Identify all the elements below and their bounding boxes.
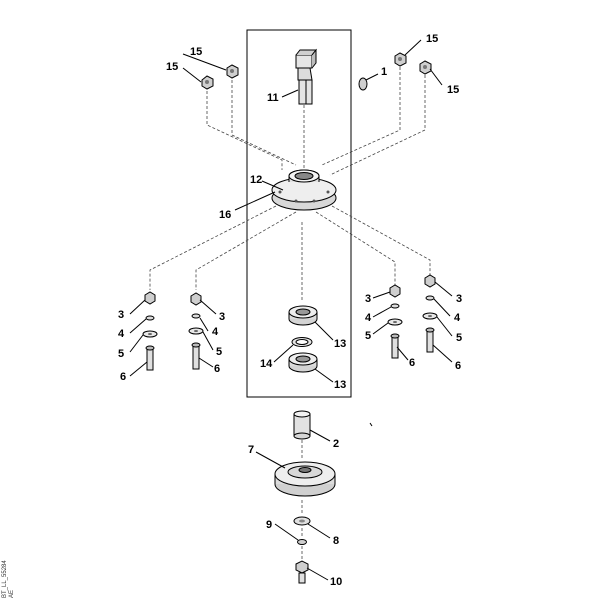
callout-4: 4	[212, 326, 219, 338]
bearing-part-13-lower	[288, 352, 318, 373]
figure-reference-code: BT_LL_55284 AE	[2, 560, 16, 598]
washer-part-8	[293, 516, 311, 526]
leader-lines	[129, 39, 453, 581]
callout-5: 5	[118, 348, 124, 360]
sleeve-part-2	[293, 410, 311, 440]
assembly-line-15a	[206, 86, 283, 170]
callout-5: 5	[456, 332, 462, 344]
lock-washer-part-9	[297, 539, 307, 545]
callout-3: 3	[365, 293, 371, 305]
shaft-part-11	[295, 48, 318, 105]
callout-3: 3	[219, 311, 225, 323]
callout-8: 8	[333, 535, 339, 547]
nut-part-15-b	[226, 64, 239, 79]
callout-6: 6	[214, 363, 220, 375]
callout-16: 16	[219, 209, 231, 221]
callout-6: 6	[455, 360, 461, 372]
callout-9: 9	[266, 519, 272, 531]
callout-13: 13	[334, 379, 346, 391]
callout-7: 7	[248, 444, 254, 456]
callout-15: 15	[190, 46, 202, 58]
assembly-line-15c	[321, 62, 401, 166]
assembly-line-15b	[231, 75, 297, 166]
callout-13: 13	[334, 338, 346, 350]
spacer-part-14	[291, 337, 313, 347]
callout-15: 15	[166, 61, 178, 73]
callout-4: 4	[118, 328, 125, 340]
assembly-line-15d	[329, 70, 426, 176]
figure-code-line-2: AE	[9, 589, 15, 598]
callout-4: 4	[365, 312, 372, 324]
nut-part-15-a	[201, 75, 214, 90]
assembly-line-bolt-right-1	[315, 211, 396, 285]
callout-2: 2	[333, 438, 339, 450]
assembly-line-bolt-left-1	[149, 205, 277, 290]
callout-6: 6	[409, 357, 415, 369]
hub-flange-part-12	[271, 169, 337, 211]
pulley-part-7	[274, 461, 336, 497]
bolt-part-10	[295, 560, 309, 584]
callout-14: 14	[260, 358, 273, 370]
callout-6: 6	[120, 371, 126, 383]
callout-3: 3	[456, 293, 462, 305]
callout-1: 1	[381, 66, 387, 78]
stray-mark	[369, 422, 373, 427]
assembly-line-bolt-right-2	[331, 205, 431, 275]
callout-5: 5	[365, 330, 371, 342]
callout-3: 3	[118, 309, 124, 321]
callout-4: 4	[454, 312, 461, 324]
nut-part-15-c	[394, 52, 407, 67]
key-part-1	[358, 77, 368, 91]
fastener-stack-left-1	[142, 291, 158, 371]
callout-10: 10	[330, 576, 342, 588]
bearing-part-13-upper	[288, 305, 318, 326]
callout-15: 15	[426, 33, 438, 45]
figure-code-line-1: BT_LL_55284	[2, 560, 8, 598]
callout-5: 5	[216, 346, 222, 358]
fastener-stack-left-2	[188, 292, 204, 370]
fastener-stack-right-1	[387, 284, 403, 359]
callout-15: 15	[447, 84, 459, 96]
nut-part-15-d	[419, 60, 432, 75]
callout-12: 12	[250, 174, 262, 186]
fastener-stack-right-2	[422, 274, 438, 353]
assembly-line-bolt-left-2	[195, 211, 297, 290]
assembly-frame	[246, 29, 352, 398]
callout-11: 11	[267, 92, 279, 104]
